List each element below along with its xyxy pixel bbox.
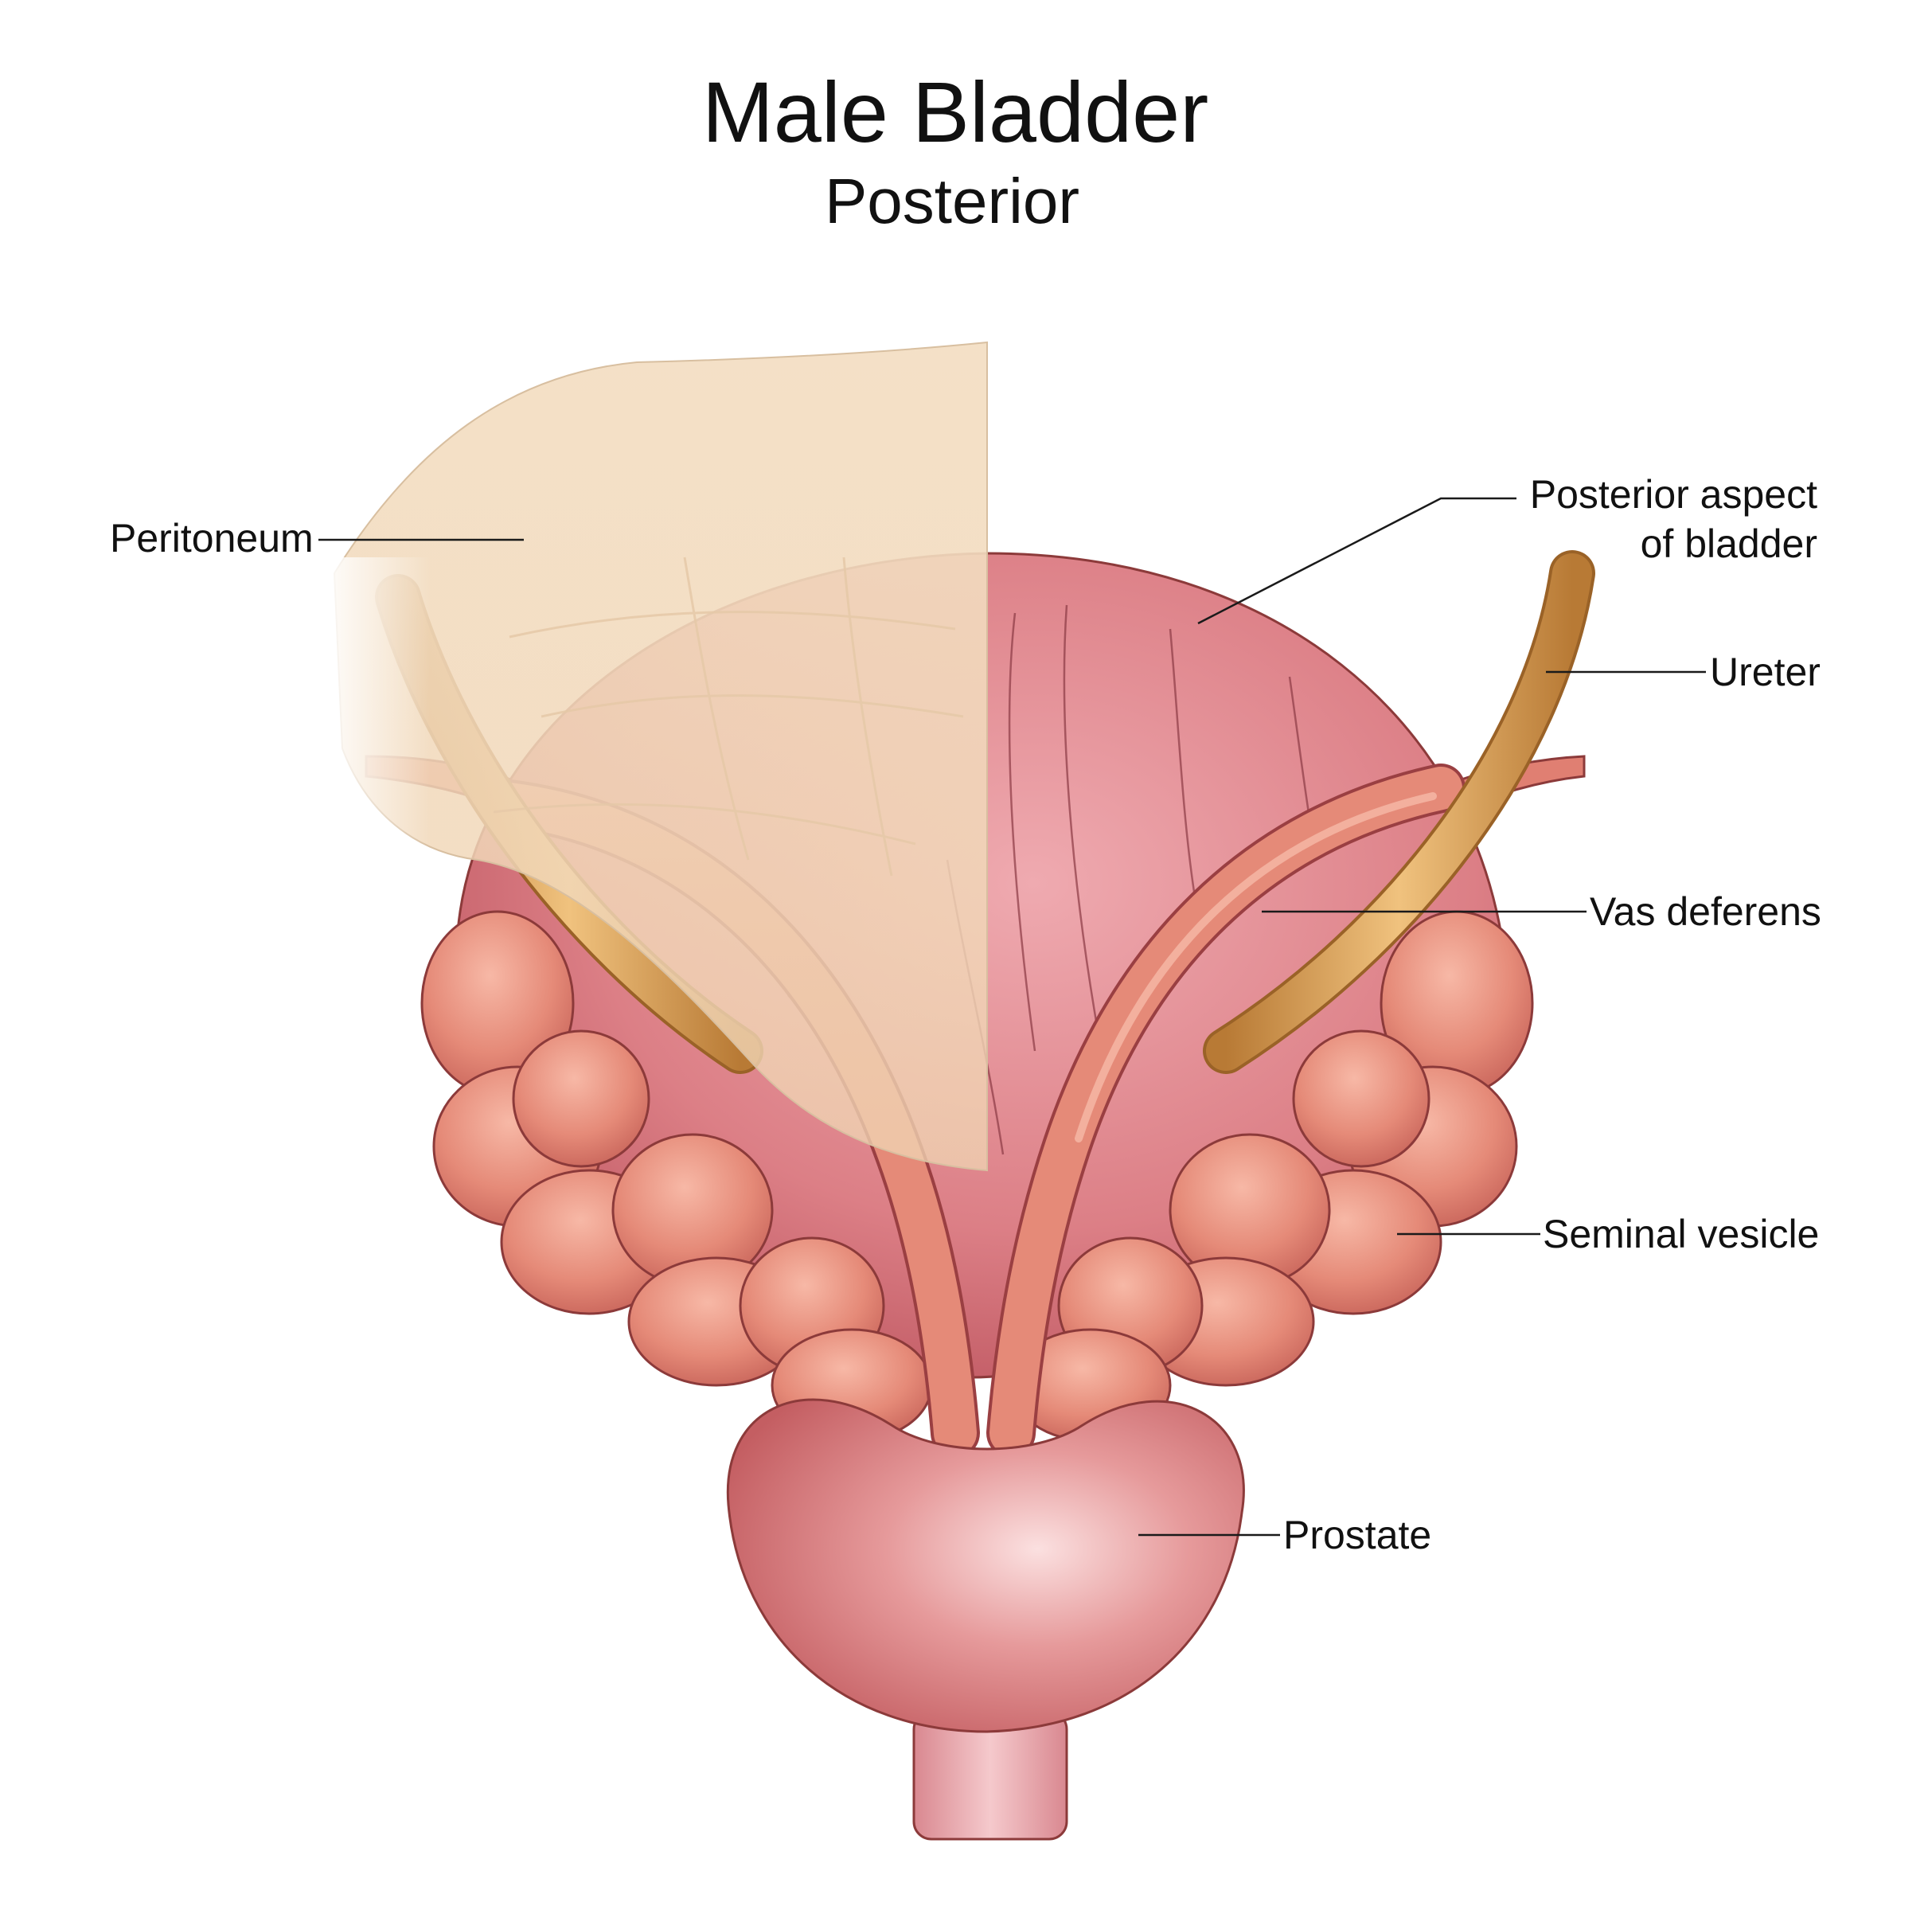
seminal-vesicle-left [420, 910, 933, 1443]
seminal-vesicle-right [1009, 910, 1534, 1443]
diagram-subtitle: Posterior [825, 166, 1079, 236]
diagram-title: Male Bladder [702, 64, 1208, 160]
label-seminal-vesicle: Seminal vesicle [1543, 1212, 1819, 1256]
leader-lines [318, 497, 1706, 1537]
label-prostate: Prostate [1283, 1513, 1431, 1557]
prostate [726, 1398, 1245, 1733]
label-ureter: Ureter [1710, 650, 1821, 694]
peritoneum-sheet [318, 341, 988, 1172]
label-posterior-aspect-line2: of bladder [1641, 521, 1817, 566]
label-vas-deferens: Vas deferens [1590, 889, 1821, 934]
label-posterior-aspect-line1: Posterior aspect [1530, 472, 1817, 517]
label-peritoneum: Peritoneum [110, 516, 314, 560]
